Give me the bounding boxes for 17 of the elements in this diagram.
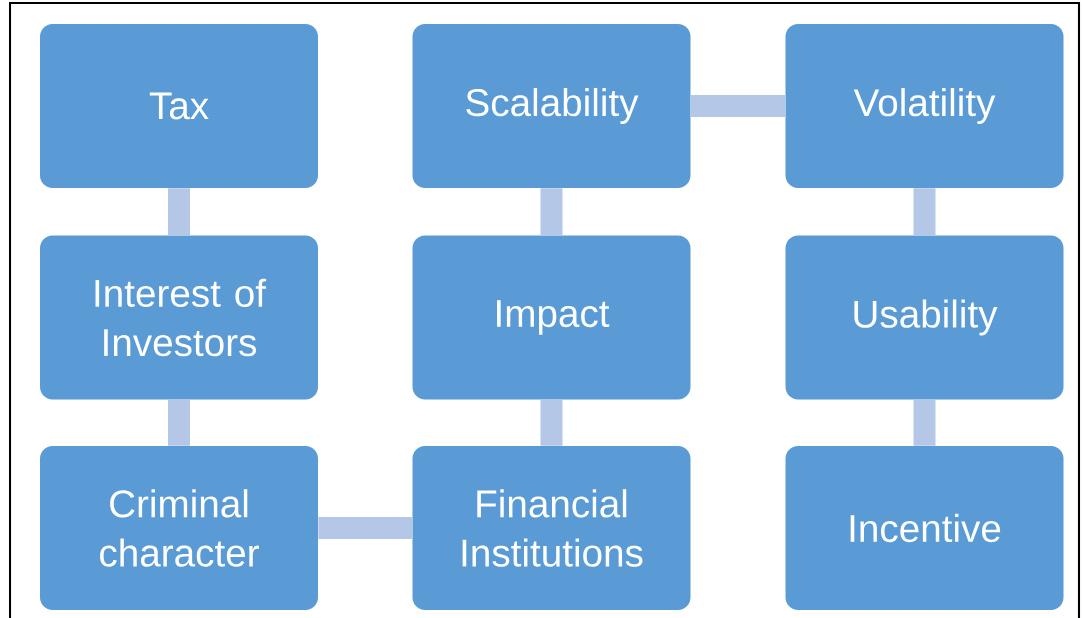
connector-bar — [913, 399, 936, 446]
process-box: Criminal character — [40, 446, 318, 610]
process-box: Scalability — [412, 24, 691, 188]
connector-bar — [540, 188, 563, 236]
process-box: Impact — [412, 235, 691, 400]
connector-bar — [168, 399, 190, 446]
connector-bar — [168, 188, 190, 236]
process-box: Tax — [40, 24, 318, 188]
connector-bar — [318, 517, 413, 539]
connector-bar — [913, 188, 936, 236]
connector-bar — [690, 95, 786, 117]
process-box: Volatility — [785, 24, 1064, 188]
process-box: Incentive — [785, 446, 1064, 610]
process-box: Interest of Investors — [40, 235, 318, 400]
process-box: Financial Institutions — [412, 446, 691, 610]
process-box: Usability — [785, 235, 1064, 400]
connector-bar — [540, 399, 563, 446]
